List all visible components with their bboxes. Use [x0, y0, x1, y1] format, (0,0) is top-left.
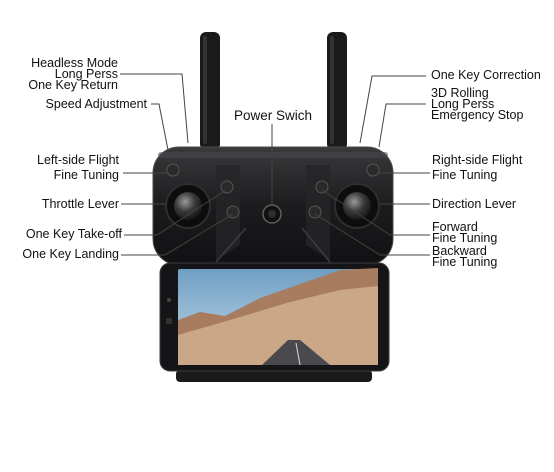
left-fine-tune-button	[166, 163, 180, 177]
label-one-key-takeoff: One Key Take-off	[25, 227, 122, 241]
label-backward-fine-tuning: Backward Fine Tuning	[432, 244, 498, 269]
headless-button	[220, 180, 234, 194]
takeoff-button	[226, 205, 240, 219]
label-left-fine-tuning: Left-side Flight Fine Tuning	[37, 153, 119, 182]
label-power-switch: Power Swich	[234, 108, 313, 123]
label-one-key-landing: One Key Landing	[22, 247, 119, 261]
left-stick	[174, 192, 202, 220]
right-stick	[343, 192, 371, 220]
label-right-fine-tuning: Right-side Flight Fine Tuning	[432, 153, 523, 182]
label-forward-fine-tuning: Forward Fine Tuning	[432, 220, 498, 245]
road	[262, 340, 330, 365]
rolling-button	[315, 180, 329, 194]
label-one-key-correction: One Key Correction	[431, 68, 541, 82]
right-fine-tune-button	[366, 163, 380, 177]
label-throttle-lever: Throttle Lever	[41, 197, 119, 211]
forward-button	[308, 205, 322, 219]
phone-clamp	[176, 370, 372, 382]
label-headless-mode: Headless Mode Long Perss One Key Return	[28, 56, 118, 92]
label-3d-rolling: 3D Rolling Long Perss Emergency Stop	[431, 86, 524, 122]
label-speed-adjustment: Speed Adjustment	[45, 97, 147, 111]
label-direction-lever: Direction Lever	[432, 197, 517, 211]
